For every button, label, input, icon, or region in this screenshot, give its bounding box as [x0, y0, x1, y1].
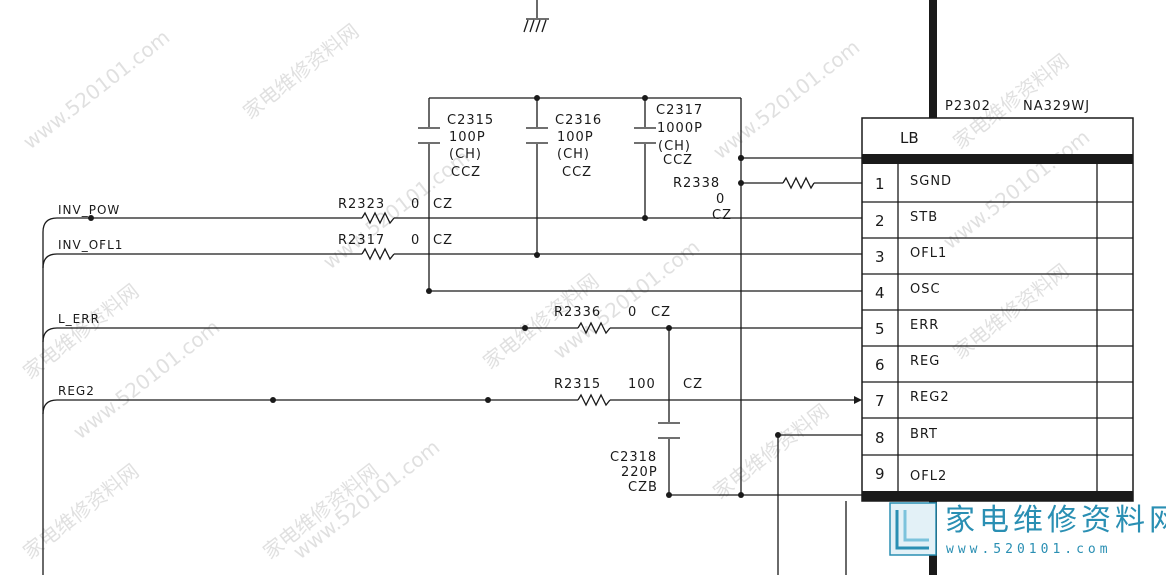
- net-inv-pow: INV_POW R2323 0 CZ: [57, 197, 862, 225]
- component-code: CCZ: [562, 165, 592, 180]
- logo-url: www.520101.com: [946, 542, 1112, 557]
- component-code: CZ: [433, 197, 453, 212]
- watermark-text: 家电维修资料网: [18, 279, 143, 384]
- net-reg2: REG2 R2315 100 CZ: [57, 377, 862, 407]
- net-label: L_ERR: [58, 312, 100, 326]
- capacitor-c2318: C2318 220P CZB: [610, 328, 680, 498]
- component-code: CZ: [433, 233, 453, 248]
- resistor-r2338: R2338 0 CZ: [673, 155, 862, 223]
- pin-number: 2: [875, 212, 885, 230]
- component-ref: R2323: [338, 197, 385, 212]
- component-code: CZ: [651, 305, 671, 320]
- component-ref: R2336: [554, 305, 601, 320]
- pin-name: OSC: [910, 282, 941, 297]
- component-value: 0: [628, 305, 637, 320]
- net-inv-ofl1: INV_OFL1 R2317 0 CZ: [57, 233, 862, 261]
- watermark-text: 家电维修资料网: [18, 459, 143, 564]
- net-label: INV_POW: [58, 203, 120, 217]
- component-value: 1000P: [657, 121, 703, 136]
- capacitor-c2316: C2316 100P (CH) CCZ: [526, 98, 602, 256]
- watermark-text: www.520101.com: [288, 435, 444, 564]
- component-type: (CH): [658, 139, 691, 154]
- pin-name: OFL2: [910, 469, 947, 484]
- component-code: CZ: [712, 208, 732, 223]
- net-label: INV_OFL1: [58, 238, 123, 252]
- net-label: REG2: [58, 384, 95, 398]
- component-value: 0: [716, 192, 725, 207]
- pin-name: BRT: [910, 427, 938, 442]
- component-value: 0: [411, 197, 420, 212]
- left-bus-branch: [42, 327, 58, 343]
- connector-title: LB: [900, 129, 919, 147]
- pin-number: 3: [875, 248, 885, 266]
- component-code: CCZ: [663, 153, 693, 168]
- junction-dot: [738, 155, 744, 161]
- ground-symbol: [523, 0, 549, 33]
- capacitor-c2315: C2315 100P (CH) CCZ: [418, 98, 494, 292]
- junction-dot: [738, 492, 744, 498]
- watermark-text: www.520101.com: [18, 25, 174, 154]
- watermark-text: 家电维修资料网: [238, 19, 363, 124]
- watermark-text: www.520101.com: [708, 35, 864, 164]
- component-ref: C2317: [656, 103, 703, 118]
- component-value: 100P: [449, 130, 486, 145]
- pin-name: REG2: [910, 390, 950, 405]
- component-type: (CH): [557, 147, 590, 162]
- component-code: CZ: [683, 377, 703, 392]
- junction-dot: [426, 288, 432, 294]
- component-ref: C2315: [447, 113, 494, 128]
- pin-number: 7: [875, 392, 885, 410]
- site-logo: 家电维修资料网 www.520101.com: [889, 502, 1166, 557]
- pin-name: REG: [910, 354, 940, 369]
- net-l-err: L_ERR R2336 0 CZ: [57, 305, 862, 335]
- pin-name: STB: [910, 210, 938, 225]
- component-ref: C2316: [555, 113, 602, 128]
- component-ref: R2315: [554, 377, 601, 392]
- component-value: 100: [628, 377, 656, 392]
- pin-number: 9: [875, 465, 885, 483]
- component-ref: R2317: [338, 233, 385, 248]
- component-code: CCZ: [451, 165, 481, 180]
- component-ref: C2318: [610, 450, 657, 465]
- pin-number: 6: [875, 356, 885, 374]
- pin-number: 8: [875, 429, 885, 447]
- pin-number: 5: [875, 320, 885, 338]
- left-bus-branch: [42, 399, 58, 415]
- pin-number: 1: [875, 175, 885, 193]
- component-value: 100P: [557, 130, 594, 145]
- logo-text: 家电维修资料网: [945, 503, 1166, 538]
- component-value: 220P: [621, 465, 658, 480]
- pin-number: 4: [875, 284, 885, 302]
- left-bus-branch: [42, 253, 58, 269]
- connector-ref: P2302: [945, 99, 991, 114]
- pin-name: OFL1: [910, 246, 947, 261]
- component-ref: R2338: [673, 176, 720, 191]
- connector-part: NA329WJ: [1023, 99, 1090, 114]
- connector-p2302: P2302 NA329WJ LB 1 SGND 2 STB 3 OFL1 4 O…: [861, 99, 1134, 502]
- capacitor-c2317: C2317 1000P (CH) CCZ: [634, 98, 703, 219]
- pin-name: ERR: [910, 318, 939, 333]
- watermark-text: 家电维修资料网: [708, 399, 833, 504]
- pin-name: SGND: [910, 174, 952, 189]
- component-value: 0: [411, 233, 420, 248]
- component-type: (CH): [449, 147, 482, 162]
- component-code: CZB: [628, 480, 658, 495]
- left-bus-line: [42, 217, 58, 575]
